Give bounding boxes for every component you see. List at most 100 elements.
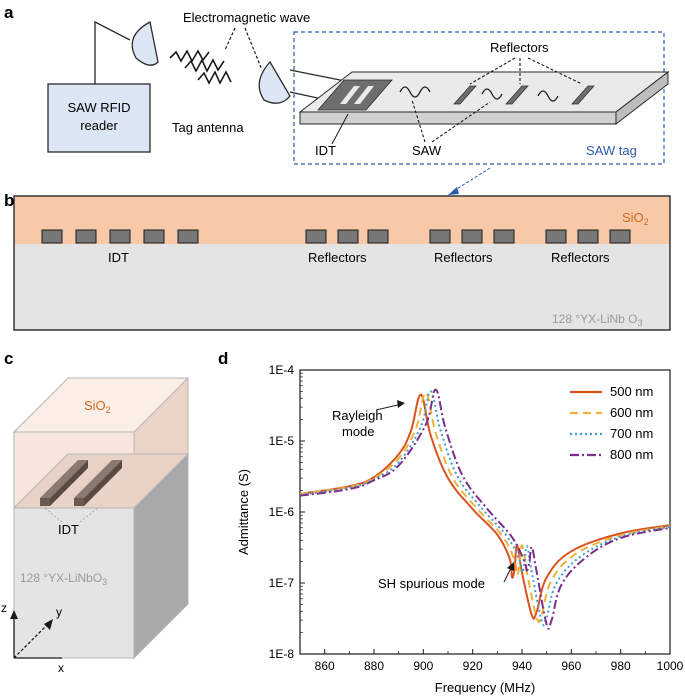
block-electrode-1-side [50,460,88,506]
saw-wave-2 [481,88,503,100]
block-idt-label: IDT [58,522,79,537]
cross-section-electrode [143,229,165,244]
em-wave-1 [169,49,210,63]
cross-section-electrode [177,229,199,244]
x-tick-label: 860 [315,659,335,673]
panel-label-a: a [4,3,14,22]
annotation-sh-spurious: SH spurious mode [378,576,485,591]
axis-y-line [13,621,51,659]
annotation-rayleigh-arrowhead [397,400,405,408]
em-wave-label: Electromagnetic wave [183,10,310,25]
block-substrate-label: 128 °YX-LiNbO3 [20,571,107,587]
cross-section-electrode [545,229,567,244]
em-wave-3 [197,70,232,85]
annotation-sh-arrowhead [507,562,514,571]
em-arrow-1 [224,27,236,51]
block-electrode-2-front [74,498,84,506]
cross-section-electrode [337,229,359,244]
cross-section-substrate-label: 128 °YX-LiNb O3 [552,312,643,328]
cross-section-reflectors-label-1: Reflectors [308,250,367,265]
x-tick-label: 960 [561,659,581,673]
tag-substrate-side [615,70,669,126]
cross-section-electrode [367,229,389,244]
reflectors-label: Reflectors [490,40,549,55]
saw-tag-dashed-box [293,31,665,165]
cross-section-frame [13,195,671,331]
panel-label-b: b [4,191,14,210]
axis-y-label: y [56,605,62,619]
panel-a: a SAW RFID reader Electromagnetic wave T… [4,3,670,195]
axis-y-head [44,619,53,630]
axis-z-head [10,610,18,619]
x-tick-label: 920 [463,659,483,673]
saw-wave-3 [537,90,559,102]
reader-antenna-dish [131,21,159,66]
panel-c: c SiO2 IDT 128 °YX-LiNbO3 z x y [1,349,190,675]
tag-substrate-front [299,111,617,125]
annotation-rayleigh-line2: mode [342,424,375,439]
zoom-arrow-head [448,187,459,195]
y-tick-label: 1E-6 [269,505,295,519]
series-line-1 [299,393,671,620]
legend-label-2: 600 nm [610,405,653,420]
saw-arrow-2 [431,101,491,143]
cross-section-idt-label: IDT [108,250,129,265]
block-sio2-label: SiO2 [84,398,111,415]
block-electrode-1-top [40,460,88,498]
tag-reflector-1 [453,85,477,105]
cross-section-electrode [609,229,631,244]
em-arrow-2 [244,27,263,71]
legend-label-1: 500 nm [610,384,653,399]
tag-antenna-label: Tag antenna [172,120,244,135]
block-electrode-2-top [74,460,122,498]
zoom-arrow [451,167,491,193]
block-electrode-1-front [40,498,50,506]
tag-idt-pad [317,79,393,111]
cross-section-reflectors-label-3: Reflectors [551,250,610,265]
y-tick-label: 1E-8 [269,647,295,661]
cross-section-electrode [41,229,63,244]
idt-leader [331,113,349,145]
series-line-2 [299,391,671,624]
tag-idt-finger-2 [354,86,374,104]
x-tick-label: 900 [413,659,433,673]
x-tick-label: 980 [611,659,631,673]
panel-label-d: d [218,349,228,368]
cross-section-electrode [493,229,515,244]
tag-idt-finger-1 [340,86,360,104]
tag-antenna-dish [258,60,291,104]
em-wave-2 [184,58,225,73]
legend-label-4: 800 nm [610,447,653,462]
block-sio2-top [12,377,190,433]
saw-rfid-reader-box [47,83,151,153]
y-tick-label: 1E-7 [269,576,295,590]
y-tick-label: 1E-4 [269,363,295,377]
saw-label: SAW [412,143,442,158]
cross-section-electrode [461,229,483,244]
axis-x-label: x [58,661,64,675]
series-line-4 [299,388,671,630]
saw-tag-label: SAW tag [586,143,637,158]
tag-antenna-lead-1 [289,69,351,83]
panel-label-c: c [4,349,13,368]
cross-section-electrode [75,229,97,244]
reader-label-line2: reader [80,118,118,133]
panel-b: b SiO2 IDT Reflectors Reflectors Reflect… [4,191,671,331]
reflectors-arrow-1 [469,57,516,85]
cross-section-sio2-label: SiO2 [622,210,649,227]
chart-series [299,388,671,630]
saw-arrow-1 [411,99,426,143]
cross-section-electrode [109,229,131,244]
cross-section-electrodes [41,229,631,244]
chart-x-axis-label: Frequency (MHz) [435,680,535,695]
cross-section-electrode [305,229,327,244]
cross-section-electrode [429,229,451,244]
chart-y-axis-label: Admittance (S) [236,469,251,555]
cross-section-substrate [14,244,670,330]
reader-antenna-mast [94,20,131,84]
axis-z-label: z [1,601,7,615]
cross-section-reflectors-label-2: Reflectors [434,250,493,265]
